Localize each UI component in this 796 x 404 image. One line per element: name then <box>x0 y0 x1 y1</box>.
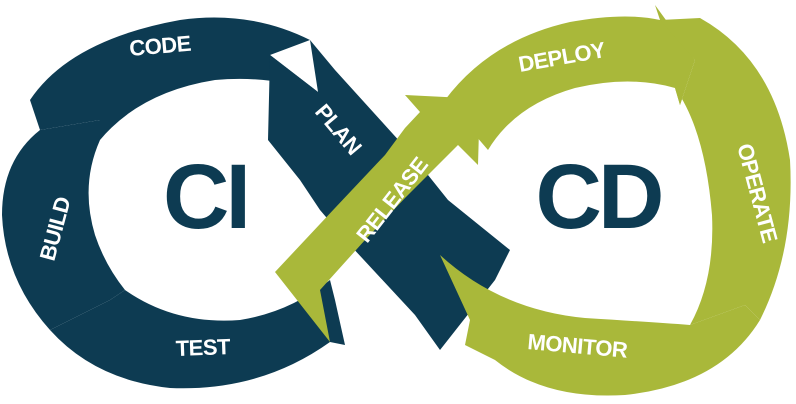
ci-loop <box>2 17 510 389</box>
cd-segment-release <box>275 95 480 342</box>
cd-segment-deploy <box>445 5 695 150</box>
cd-center-label: CD <box>536 146 661 248</box>
cd-segment-operate <box>660 18 791 325</box>
ci-center-label: CI <box>163 146 247 248</box>
ci-segment-code <box>30 17 318 140</box>
ci-segment-test <box>50 280 345 389</box>
cd-segment-monitor <box>440 255 760 396</box>
ci-label-test: TEST <box>175 334 231 361</box>
cd-loop <box>275 5 791 396</box>
ci-segment-build <box>2 120 125 330</box>
ci-label-code: CODE <box>128 31 192 61</box>
